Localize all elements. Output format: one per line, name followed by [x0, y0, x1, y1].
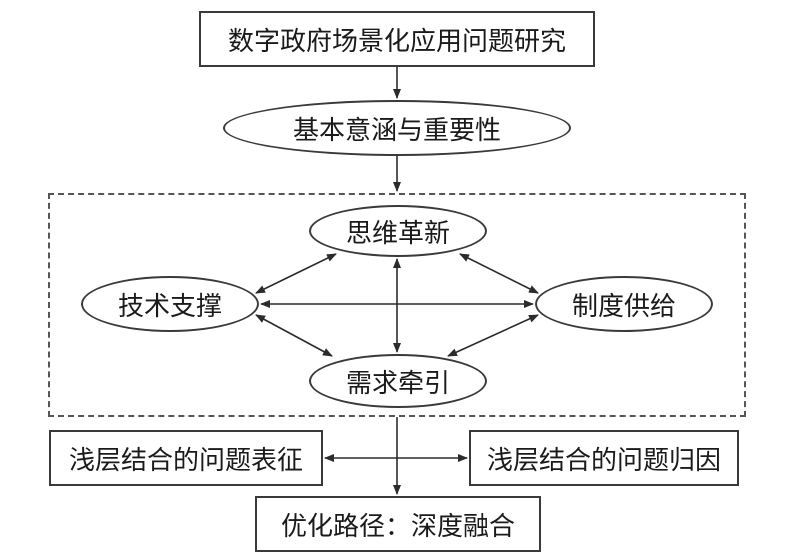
institution-supply-text: 制度供给 [571, 291, 676, 322]
connotation-text: 基本意涵与重要性 [292, 115, 501, 146]
connotation-ellipse: 基本意涵与重要性 [223, 100, 571, 156]
optimization-path-text: 优化路径：深度融合 [280, 512, 515, 542]
surface-problem-feature-text: 浅层结合的问题表征 [68, 445, 303, 476]
demand-traction-ellipse: 需求牵引 [309, 354, 487, 408]
surface-problem-feature-box: 浅层结合的问题表征 [49, 430, 323, 486]
arrow-thinking-institution [459, 253, 539, 294]
thinking-innovation-ellipse: 思维革新 [309, 205, 487, 257]
institution-supply-ellipse: 制度供给 [535, 276, 713, 332]
technology-support-text: 技术支撑 [117, 291, 222, 322]
surface-problem-cause-box: 浅层结合的问题归因 [469, 430, 739, 486]
connector-lines [255, 67, 539, 495]
technology-support-ellipse: 技术支撑 [81, 276, 259, 332]
optimization-path-box: 优化路径：深度融合 [255, 496, 541, 552]
arrow-thinking-tech [255, 253, 337, 294]
demand-traction-text: 需求牵引 [345, 368, 450, 399]
research-title-text: 数字政府场景化应用问题研究 [227, 26, 566, 57]
thinking-innovation-text: 思维革新 [345, 218, 450, 249]
surface-problem-cause-text: 浅层结合的问题归因 [486, 445, 721, 476]
framework-dashed-frame [48, 193, 746, 417]
arrow-tech-demand [255, 314, 333, 357]
arrow-institution-demand [447, 314, 539, 357]
research-title-box: 数字政府场景化应用问题研究 [199, 11, 595, 67]
